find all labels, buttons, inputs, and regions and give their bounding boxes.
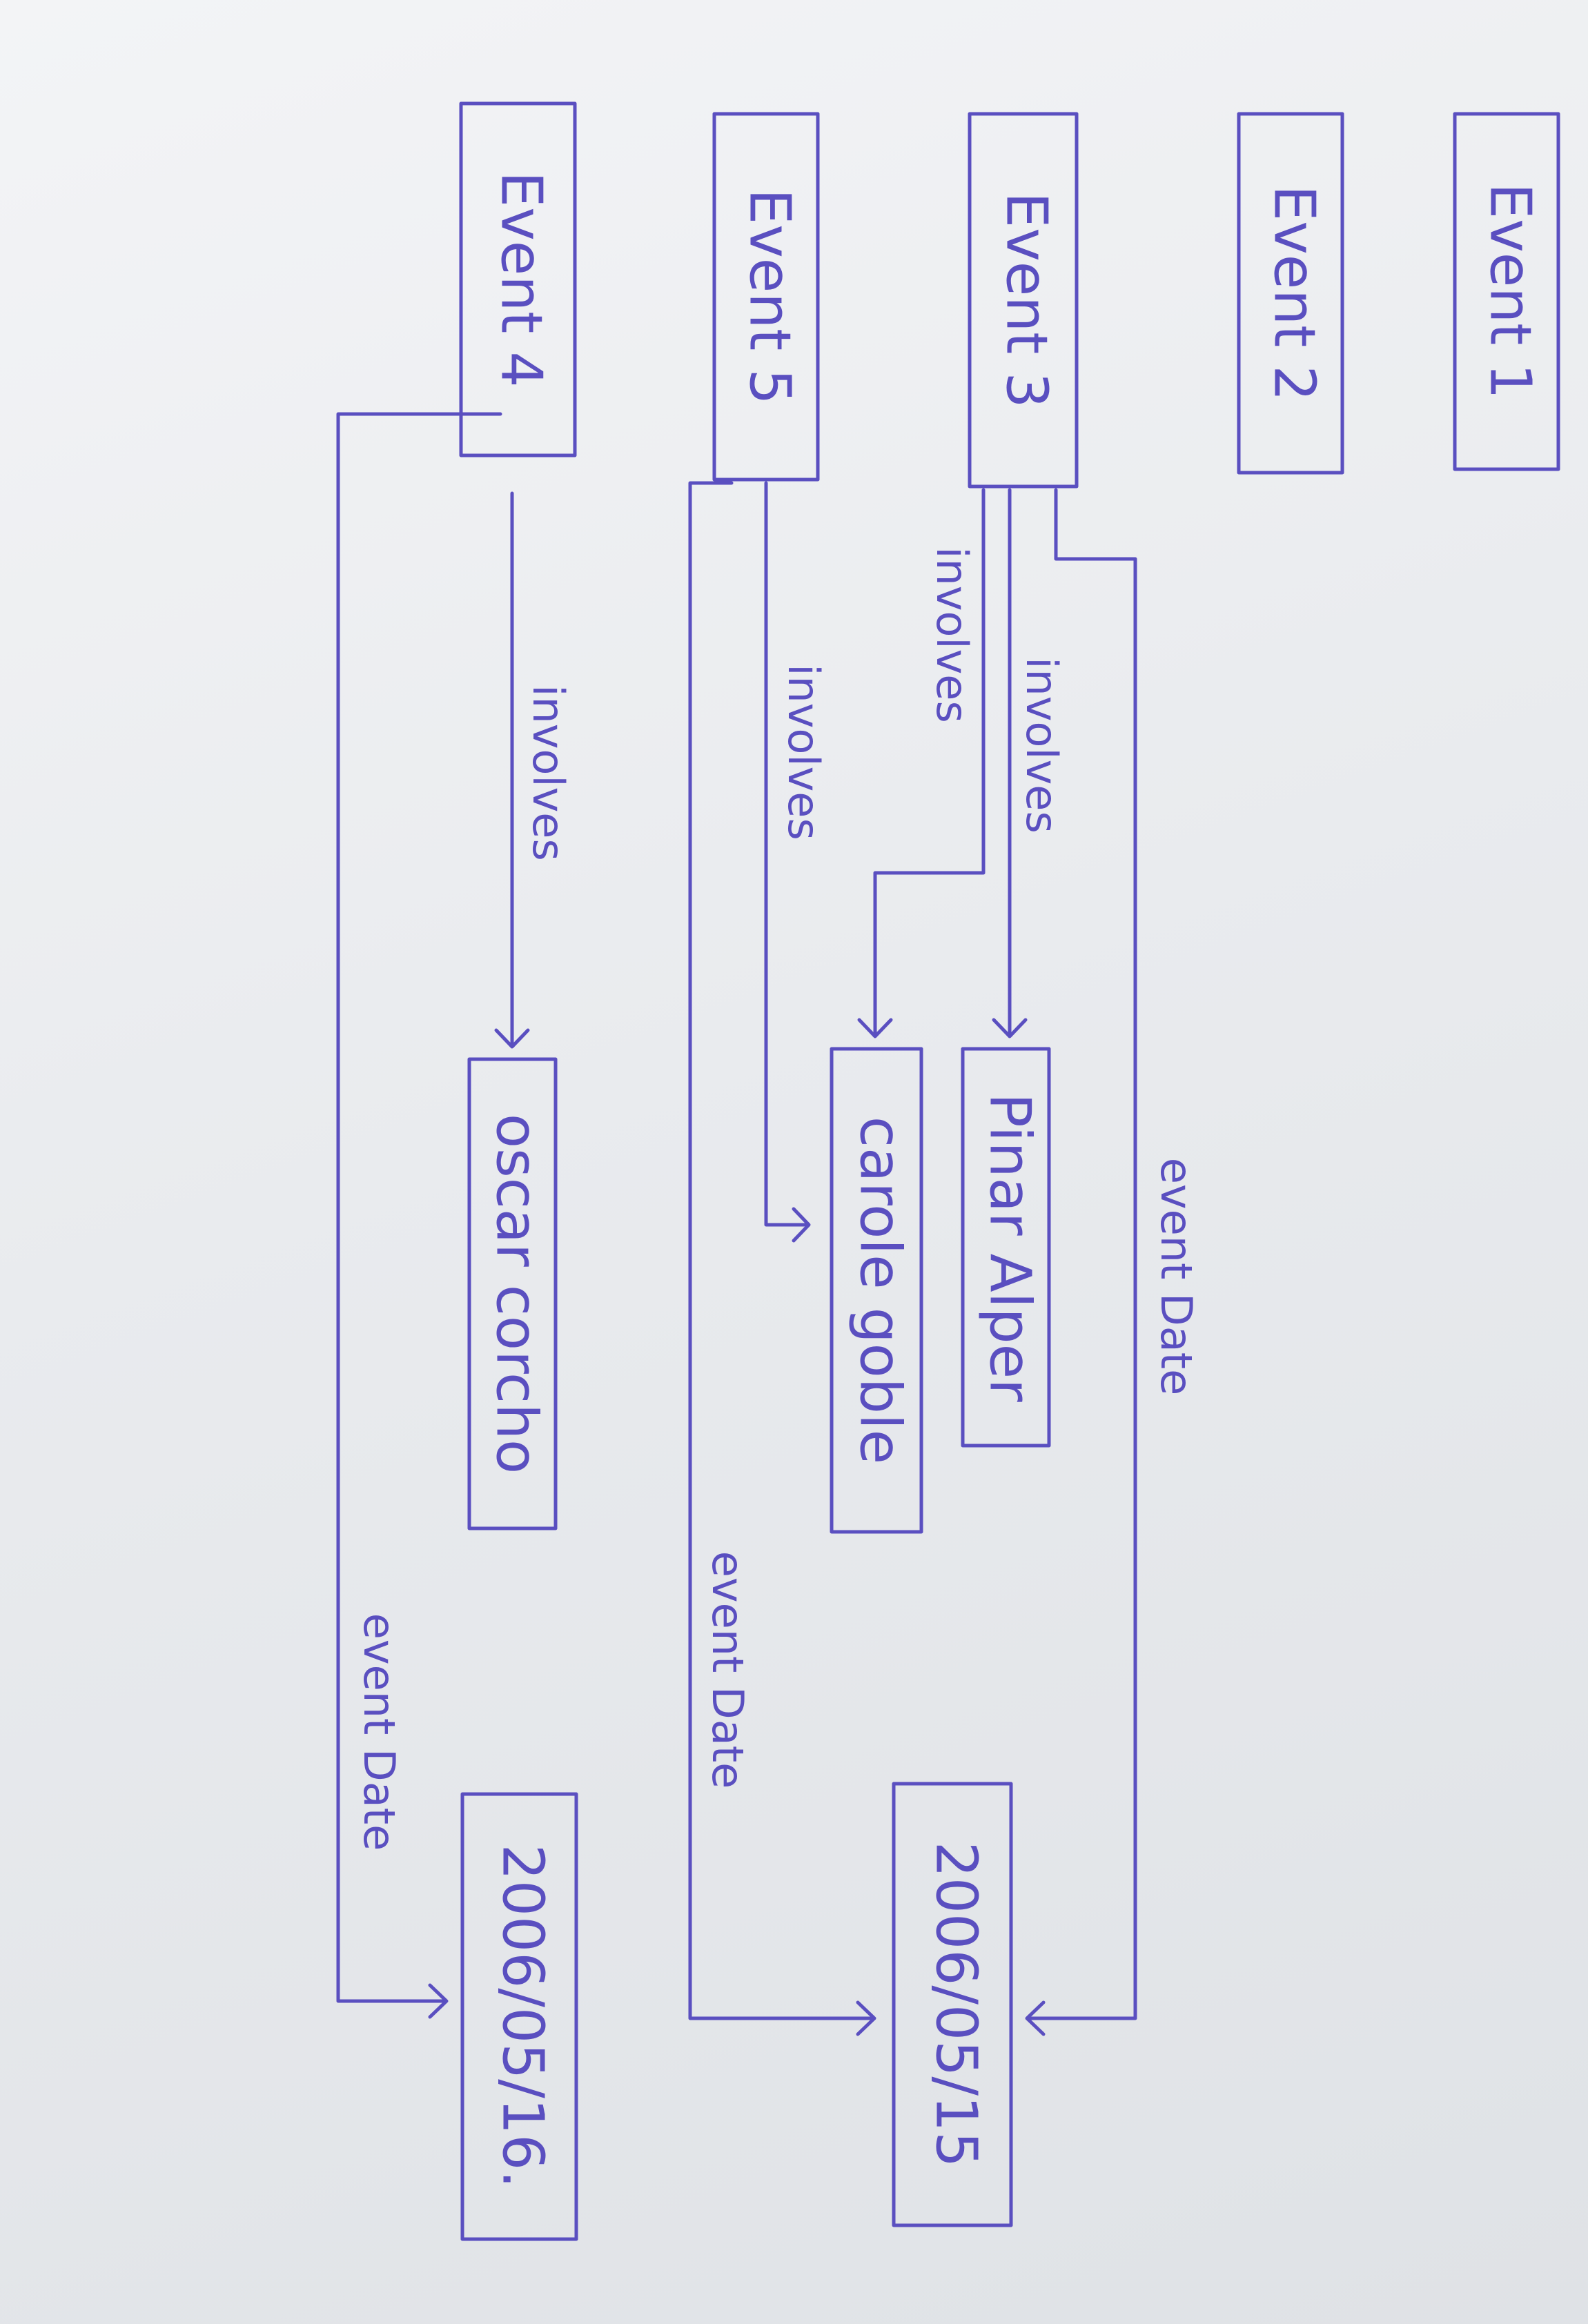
node-date-2006-05-15: 2006/05/15 [892,1782,1013,2227]
node-oscar-corcho: oscar corcho [467,1057,558,1530]
node-pinar-alper: Pinar Alper [961,1047,1051,1448]
edge-event4-date-label: event Date [354,1613,404,1851]
edge-event4-eventdate-2006-05-16: event Date [336,412,502,2019]
node-event-1-label: Event 1 [1478,183,1543,399]
node-event-4-label: Event 4 [489,171,554,387]
edge-event4-involves-oscar: involves [494,491,574,1049]
node-event-2: Event 2 [1237,112,1344,475]
edge-event3-involves-carole: involves [857,488,986,1038]
node-event-1: Event 1 [1453,112,1560,471]
edge-event4-oscar-label: involves [523,685,574,861]
node-event-5-label: Event 5 [737,188,803,404]
node-event-5: Event 5 [712,112,820,482]
node-carole-goble: carole goble [830,1047,923,1534]
node-date-2006-05-15-label: 2006/05/15 [923,1842,989,2168]
edge-event5-carole-label: involves [778,664,829,840]
node-pinar-alper-label: Pinar Alper [977,1093,1043,1402]
node-event-3: Event 3 [968,112,1079,489]
edge-event5-eventdate-2006-05-15: event Date [688,481,876,2036]
edge-event3-carole-label: involves [927,546,977,723]
edge-event3-involves-pinar: involves [992,488,1067,1038]
node-event-3-label: Event 3 [994,192,1059,408]
edge-event3-date-label: event Date [1151,1158,1202,1395]
edge-event3-pinar-label: involves [1017,657,1067,834]
edge-event3-eventdate-2006-05-15: event Date [1025,488,1202,2036]
node-event-4: Event 4 [459,101,577,457]
node-event-2-label: Event 2 [1262,185,1327,401]
node-carole-goble-label: carole goble [847,1116,913,1464]
node-date-2006-05-16-label: 2006/05/16. [490,1844,556,2189]
edge-event5-date-label: event Date [703,1551,753,1789]
edge-event5-involves-carole: involves [764,481,829,1243]
node-oscar-corcho-label: oscar corcho [484,1114,549,1474]
node-date-2006-05-16: 2006/05/16. [460,1792,578,2241]
